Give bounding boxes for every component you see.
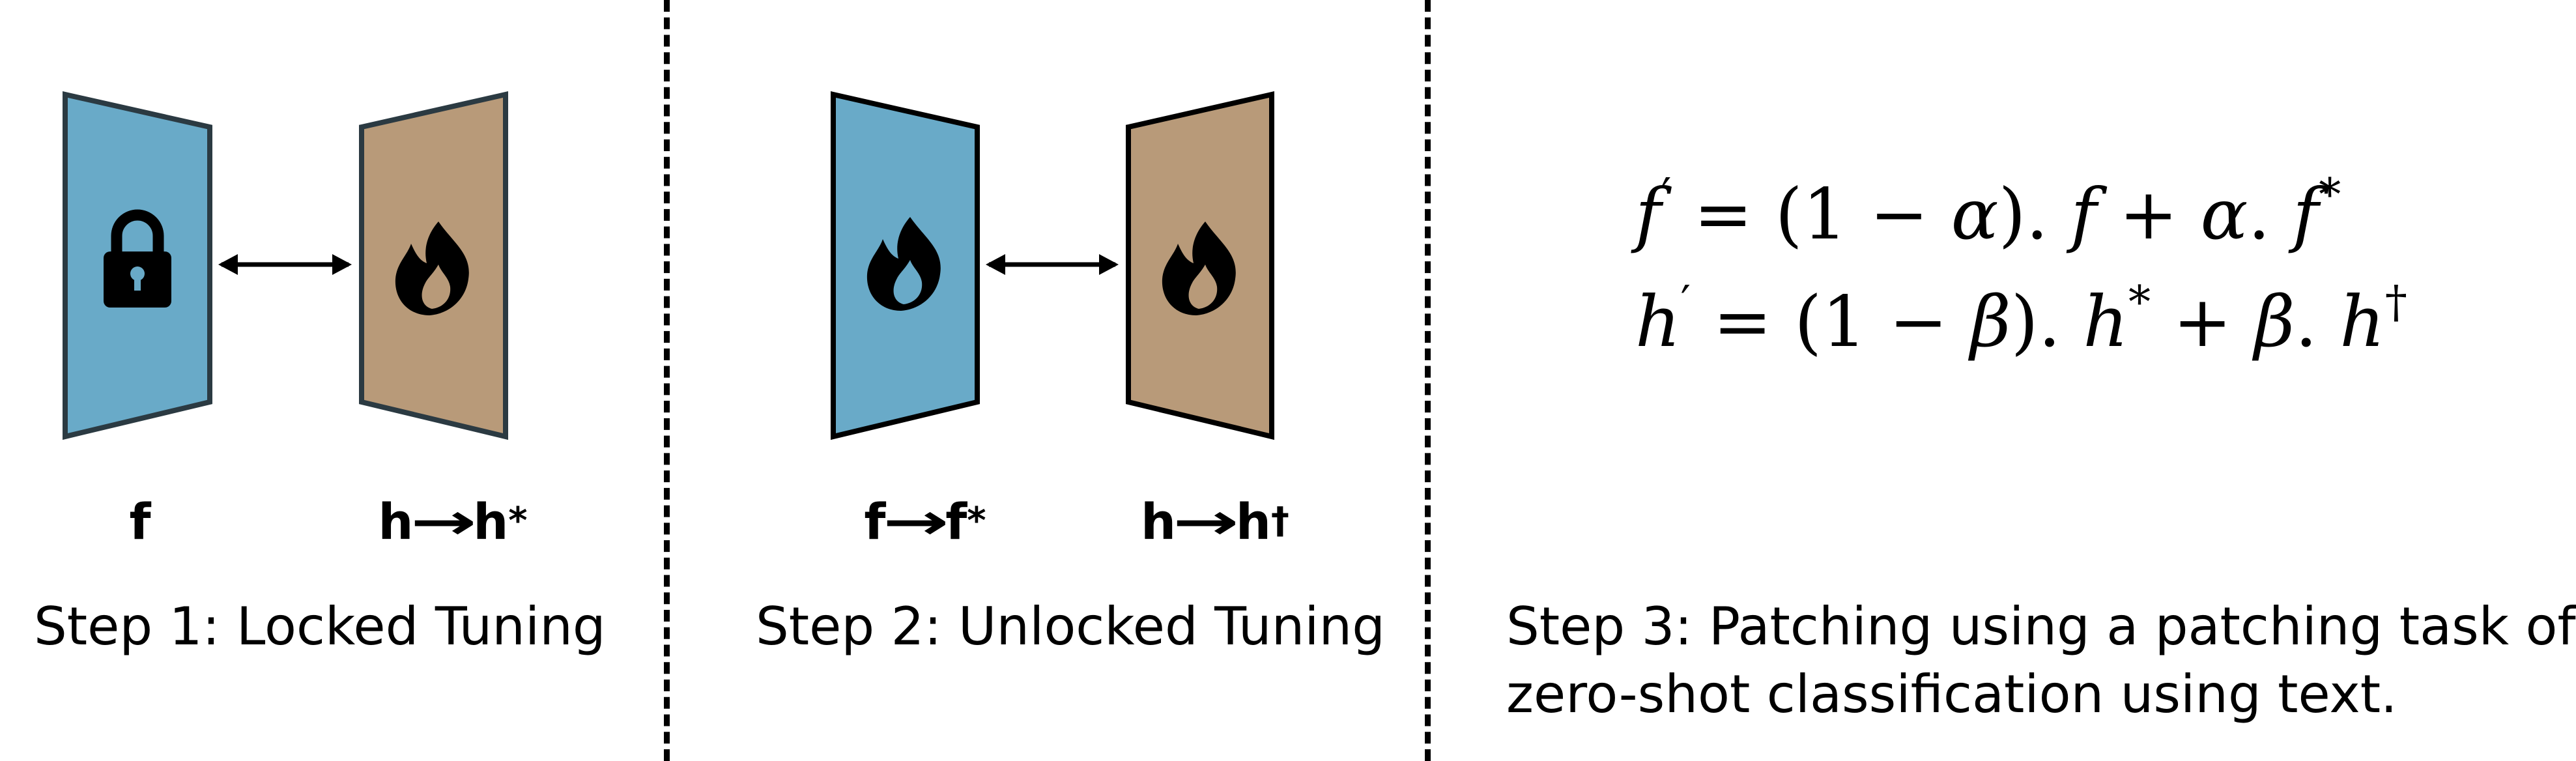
eq-beta: β <box>1970 281 2011 363</box>
eq-dot: . <box>2248 174 2293 255</box>
var-h-star: h <box>473 492 509 551</box>
eq-prime: ′ <box>1680 277 1691 328</box>
right-arrow-icon: → <box>882 492 949 551</box>
step1-encoder-label: f <box>104 485 176 557</box>
var-h: h <box>1141 492 1177 551</box>
step2-caption: Step 2: Unlocked Tuning <box>756 596 1386 657</box>
step2-encoder-label: f → f* <box>864 492 986 551</box>
step3-caption-line1: Step 3: Patching using a patching task o… <box>1506 596 2576 657</box>
eq-star: * <box>2319 169 2341 221</box>
step3-caption-line2: zero-shot classification using text. <box>1506 664 2397 725</box>
eq-equals: = (1 − <box>1693 174 1951 255</box>
step1-decoder-label: h → h* <box>378 492 528 551</box>
double-arrow-icon <box>986 254 1119 275</box>
step-divider <box>664 0 670 761</box>
var-f-star: f <box>945 492 967 551</box>
right-arrow-icon: → <box>410 492 477 551</box>
step-divider <box>1425 0 1431 761</box>
eq-plus: + <box>2150 281 2255 363</box>
eq-equals: = (1 − <box>1713 281 1971 363</box>
eq-lhs: h <box>1635 281 1681 363</box>
eq-term1: h <box>2083 281 2128 363</box>
step2-decoder-label: h → h† <box>1141 492 1289 551</box>
eq-prime: ′ <box>1661 169 1672 221</box>
eq-lhs: f <box>1635 174 1661 255</box>
eq-plus: + <box>2097 174 2201 255</box>
var-h: h <box>378 492 414 551</box>
step1-diagram <box>63 91 508 440</box>
eq-star: * <box>2128 277 2151 328</box>
equation-h-prime: h′ = (1 − β). h* + β. h† <box>1635 280 2407 365</box>
eq-alpha: α <box>1951 174 1999 255</box>
eq-close-paren: ). <box>2011 281 2083 363</box>
eq-term1: f <box>2070 174 2097 255</box>
eq-close-paren: ). <box>1998 174 2071 255</box>
equation-f-prime: f′ = (1 − α). f + α. f* <box>1635 173 2341 257</box>
eq-term2: f <box>2293 174 2319 255</box>
right-arrow-icon: → <box>1173 492 1239 551</box>
var-f: f <box>129 492 151 551</box>
step2-diagram <box>831 91 1274 440</box>
eq-dagger: † <box>2384 277 2407 328</box>
double-arrow-icon <box>218 254 352 275</box>
step1-caption: Step 1: Locked Tuning <box>34 596 606 657</box>
eq-alpha2: α <box>2200 174 2248 255</box>
var-f: f <box>864 492 886 551</box>
var-h-dagger: h <box>1235 492 1271 551</box>
eq-beta2: β <box>2254 281 2295 363</box>
eq-dot: . <box>2295 281 2340 363</box>
step3-caption: Step 3: Patching using a patching task o… <box>1506 593 2576 728</box>
eq-term2: h <box>2340 281 2385 363</box>
